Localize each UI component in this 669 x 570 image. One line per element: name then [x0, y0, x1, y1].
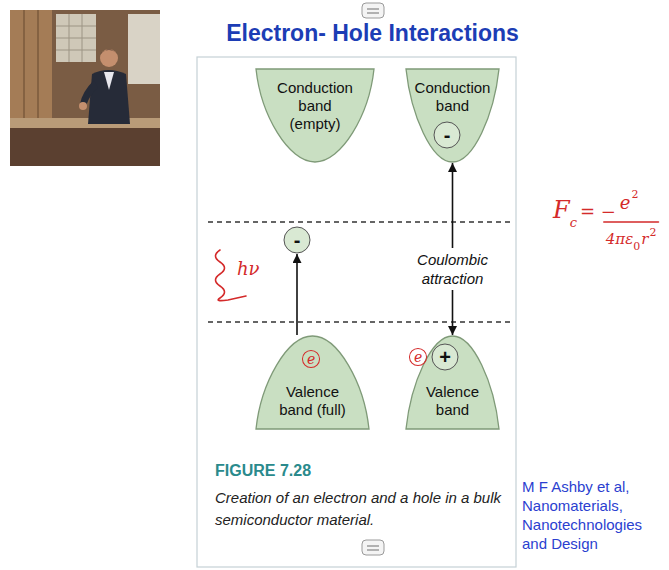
charge-outline: [432, 344, 458, 370]
band-label: Valence band (full): [271, 383, 355, 419]
slide-tab-icon: [362, 540, 384, 555]
arrow-connector: [296, 254, 298, 335]
charge-sign: +: [439, 345, 451, 369]
tab-lines: [367, 546, 379, 550]
tab-outline: [362, 540, 384, 555]
formula-exponent: 2: [631, 188, 638, 201]
tab-lines: [367, 9, 379, 13]
band-edge-dashed: [208, 321, 512, 322]
desk-top: [10, 118, 160, 128]
formula-denominator: r: [641, 230, 648, 248]
formula-denominator: 4πε: [606, 230, 633, 248]
conduction-band: Conduction band (empty): [255, 68, 375, 163]
photon-energy: hν: [237, 258, 260, 280]
lecturer-hand: [79, 102, 87, 110]
charge-sign: -: [294, 228, 301, 252]
formula-subscript: 0: [633, 240, 640, 253]
charge-outline: [434, 122, 460, 148]
lecturer-hair: [100, 50, 118, 56]
band-label: Valence band: [413, 383, 493, 419]
formula-symbol: F: [553, 196, 570, 225]
video-frame: [10, 10, 160, 166]
reference-note: M F Ashby et al, Nanomaterials, Nanotech…: [522, 477, 664, 553]
band-label: Conduction band: [413, 79, 493, 115]
charge-outline: [284, 227, 310, 253]
desk-front: [10, 128, 160, 166]
formula-numerator: e: [620, 192, 631, 214]
wall-grid: [56, 14, 96, 62]
whiteboard: [128, 14, 160, 84]
charge-circle: +: [431, 343, 459, 371]
charge-circle: -: [433, 121, 461, 149]
charge-circle: -: [283, 226, 311, 254]
formula-exponent: 2: [649, 226, 656, 239]
band-outline: [406, 69, 499, 162]
tab-outline: [362, 3, 384, 18]
band-edge-dashed: [208, 221, 512, 222]
slide-title: Electron- Hole Interactions: [190, 19, 555, 47]
charge-sign: -: [444, 123, 451, 147]
grid-lines: [56, 14, 96, 62]
figure-number: FIGURE 7.28: [215, 461, 311, 480]
figure-caption: Creation of an electron and a hole in a …: [215, 487, 513, 531]
band-outline: [256, 69, 374, 162]
band-outline: [256, 336, 369, 429]
lecturer-shirt: [104, 72, 114, 90]
lecture-video-thumbnail: [10, 10, 160, 166]
band-label: Conduction band (empty): [273, 79, 357, 133]
conduction-band: Conduction band -: [405, 68, 500, 163]
figure-panel: [197, 57, 516, 567]
lecturer-jacket: [88, 70, 130, 124]
edge-label: Coulombic attraction: [403, 248, 503, 290]
formula-subscript: c: [570, 215, 577, 231]
band-outline: [406, 336, 499, 429]
slide-tab-icon: [362, 3, 384, 18]
lecturer-head: [100, 49, 118, 67]
formula-operator: = −: [580, 201, 616, 223]
